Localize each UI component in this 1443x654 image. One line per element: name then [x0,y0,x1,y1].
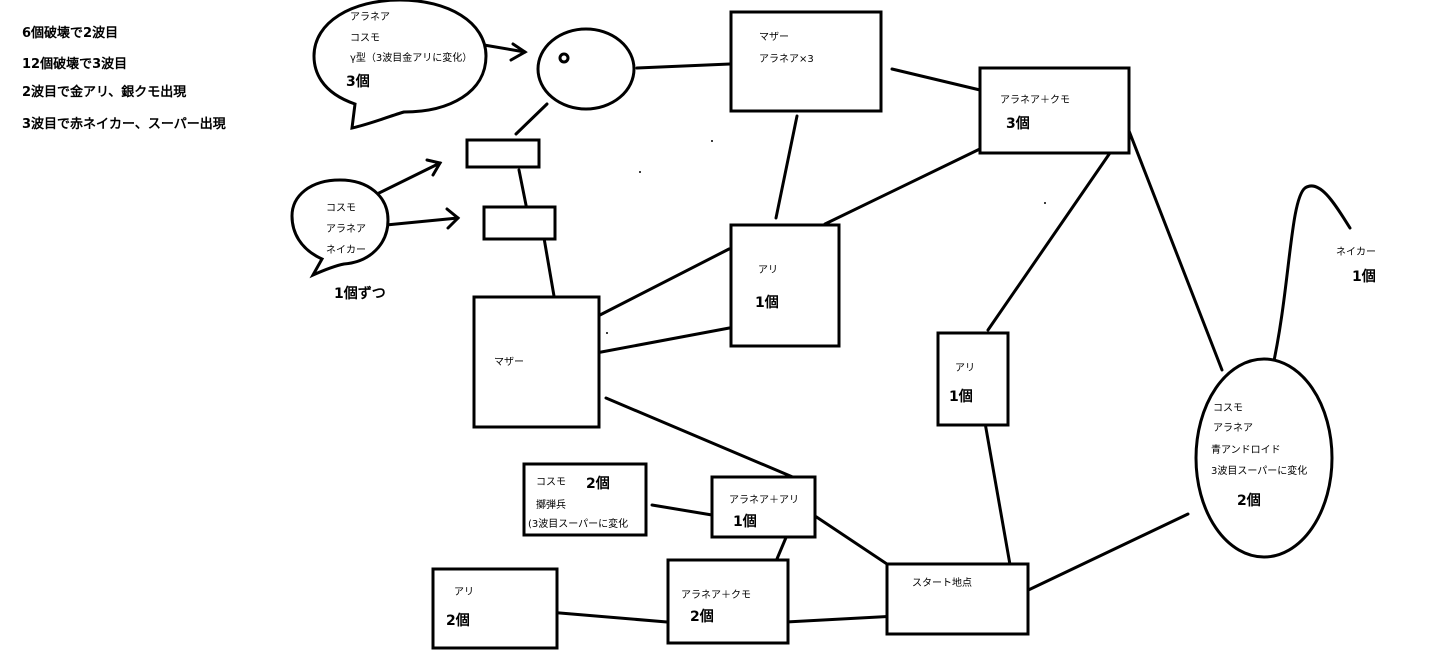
target-circle [536,27,636,111]
mother-top-line1: マザー [759,31,789,43]
aranea-kumo-top-line1: アラネア＋クモ [1000,94,1070,106]
target-dot [558,52,570,64]
ari-right-label: アリ [955,363,975,374]
oval-right [1194,357,1334,559]
aranea-kumo-bottom-box [666,558,790,645]
ari-bottom-count: 2個 [446,612,470,629]
connections [375,42,1352,624]
stray-dot [606,332,608,334]
bubble-left-line2: アラネア [326,223,366,235]
start-label: スタート地点 [912,576,972,589]
oval-right-count: 2個 [1237,492,1261,509]
ari-right-count: 1個 [949,388,973,405]
bubble-top-line1: アラネア [350,11,390,23]
gate-lower-rect [482,205,557,241]
aranea-ari-label: アラネア＋アリ [729,494,799,506]
aranea-kumo-top-count: 3個 [1006,115,1030,132]
cosmo-box-line2: 擲弾兵 [536,498,566,511]
gate-upper-rect [465,138,541,169]
aranea-kumo-top-box [978,66,1131,155]
cosmo-box-count: 2個 [586,475,610,492]
speech-bubble-top [312,0,488,130]
bubble-top-count: 3個 [346,73,370,90]
aranea-kumo-bottom-label: アラネア＋クモ [681,589,751,601]
cosmo-box-line1: コスモ [536,477,566,488]
note-line-3: 2波目で金アリ、銀クモ出現 [22,84,186,100]
bubble-top-line3: γ型（3波目金アリに変化） [350,51,472,64]
ari-center-label: アリ [758,265,778,276]
ari-center-box [729,223,841,348]
ari-center-count: 1個 [755,294,779,311]
stray-dot [711,140,713,142]
cosmo-box-line3: (3波目スーパーに変化 [528,517,628,530]
start-box [885,562,1030,636]
oval-right-line4: 3波目スーパーに変化 [1211,464,1307,477]
mother-left-box [472,295,601,429]
speech-bubble-left [290,178,390,279]
neikar-label: ネイカー [1336,246,1376,258]
bubble-top-line2: コスモ [350,33,380,44]
mother-top-line2: アラネア×3 [759,53,814,65]
mother-top-box [729,10,883,113]
aranea-kumo-bottom-count: 2個 [690,608,714,625]
cosmo-box [522,462,648,537]
note-line-4: 3波目で赤ネイカー、スーパー出現 [22,116,226,132]
stray-dot [639,171,641,173]
ari-bottom-label: アリ [454,587,474,598]
bubble-left-line3: ネイカー [326,244,366,256]
note-line-1: 6個破壊で2波目 [22,25,118,41]
ari-bottom-box [431,567,559,650]
stray-dot [1044,202,1046,204]
bubble-left-count: 1個ずつ [334,285,386,302]
oval-right-line2: アラネア [1213,422,1253,434]
aranea-ari-count: 1個 [733,513,757,530]
oval-right-line3: 青アンドロイド [1211,443,1281,456]
ari-right-box [936,331,1010,427]
bubble-left-line1: コスモ [326,203,356,214]
mother-left-label: マザー [494,356,524,368]
oval-right-line1: コスモ [1213,403,1243,414]
note-line-2: 12個破壊で3波目 [22,56,127,72]
aranea-ari-box [710,475,817,539]
neikar-count: 1個 [1352,268,1376,285]
